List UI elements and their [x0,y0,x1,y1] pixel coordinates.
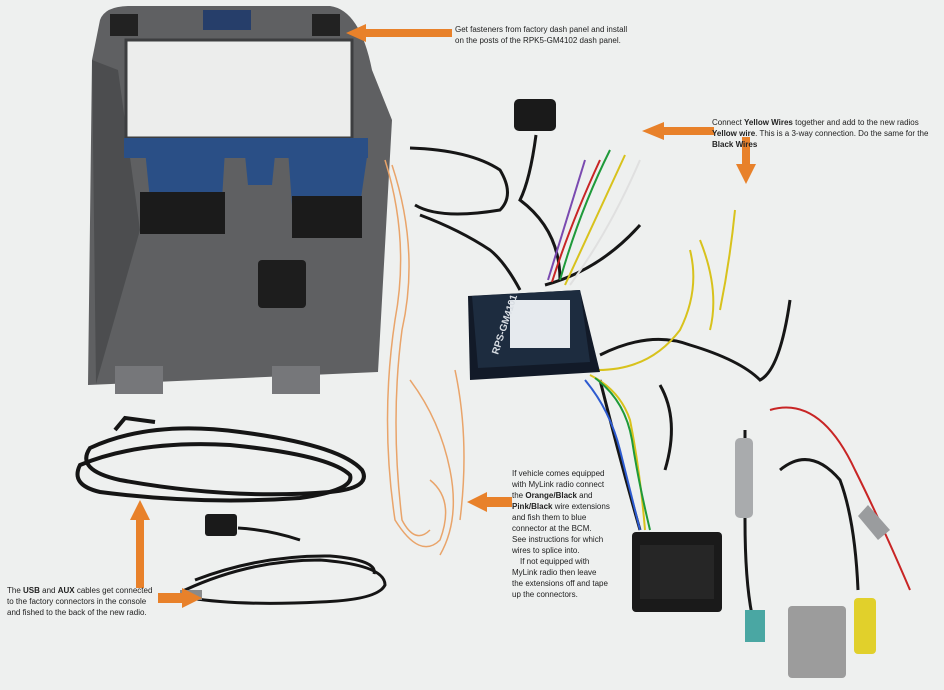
usb-cable [75,415,366,503]
fasteners-arrow-icon [346,24,452,42]
mylink-note-l9: If not equipped with [520,557,590,566]
usb-up-arrow-icon [130,500,150,588]
interface-module [468,290,600,380]
wires-note: Connect Yellow Wires together and add to… [712,117,944,150]
usb-aux-note-aux: AUX [57,586,75,595]
circuit-board [124,138,368,308]
mylink-arrow-icon [467,492,512,512]
antenna-adapter [735,438,890,678]
usb-aux-note-l1: The USB and AUX cables get connected [7,585,167,596]
mylink-note-l4b: wire extensions [552,502,610,511]
usb-aux-note-usb: USB [23,586,40,595]
colored-wiring [547,149,911,591]
mylink-note-l3c: and [576,491,593,500]
wires-note-text-3: . This is a 3-way connection. Do the sam… [755,129,929,138]
wires-note-text-2: together and add to the new radios [792,118,919,127]
mylink-note-l12: up the connectors. [512,590,578,599]
mylink-note-pink-black: Pink/Black [512,502,553,511]
radio-connector [632,532,722,612]
yellow-wires-arrow-icon [642,122,714,140]
black-wires-arrow-icon [736,137,756,184]
usb-aux-note-l1c: and [39,586,58,595]
mylink-note-l7: See instructions for which [512,535,604,544]
mylink-note-l4: Pink/Black wire extensions [512,501,636,512]
mylink-note-l2: with MyLink radio connect [512,480,605,489]
orange-pink-wires [384,159,465,556]
usb-aux-note-l3: and fished to the back of the new radio. [7,608,147,617]
mylink-note-l6: connector at the BCM. [512,524,592,533]
mylink-note-l1: If vehicle comes equipped [512,469,605,478]
wires-note-black-wires: Black Wires [712,140,758,149]
aux-arrow-icon [158,588,202,608]
wires-note-yellow-wires: Yellow Wires [744,118,793,127]
mylink-note-orange-black: Orange/Black [525,491,577,500]
mylink-note-l5: and fish them to blue [512,513,587,522]
usb-aux-note-l2: to the factory connectors in the console [7,597,147,606]
mylink-note: If vehicle comes equipped with MyLink ra… [512,468,636,600]
dash-panel [88,6,392,394]
mylink-note-l3a: the [512,491,526,500]
usb-aux-note-l1e: cables get connected [74,586,153,595]
fasteners-note: Get fasteners from factory dash panel an… [455,24,627,46]
relay [514,99,556,131]
mylink-note-l3: the Orange/Black and [512,490,636,501]
fasteners-note-line1: Get fasteners from factory dash panel an… [455,25,628,34]
wires-note-text-1: Connect [712,118,745,127]
usb-aux-note: The USB and AUX cables get connected to … [7,585,167,618]
callout-arrows [130,24,756,608]
wires-note-yellow: Yellow [712,129,737,138]
mylink-note-l11: the extensions off and tape [512,579,608,588]
fasteners-note-line2: on the posts of the RPK5-GM4102 dash pan… [455,36,621,45]
mylink-note-l8: wires to splice into. [512,546,580,555]
aux-cable [182,526,387,605]
wires-note-wire: wire [739,129,756,138]
mylink-note-l10: MyLink radio then leave [512,568,597,577]
usb-aux-note-l1a: The [7,586,24,595]
